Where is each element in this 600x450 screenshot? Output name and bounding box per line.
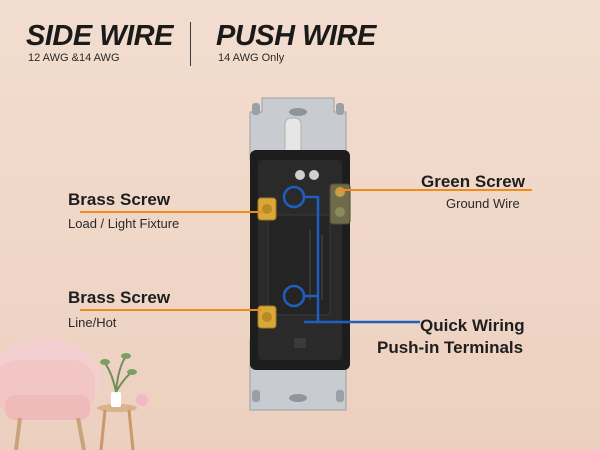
callout-lines bbox=[80, 185, 532, 324]
brass-screw-load-subtitle: Load / Light Fixture bbox=[68, 216, 180, 231]
push-in-title-line2: Push-in Terminals bbox=[377, 338, 524, 357]
push-wire-subtitle: 14 AWG Only bbox=[218, 52, 285, 64]
side-wire-subtitle: 12 AWG &14 AWG bbox=[28, 52, 120, 64]
green-screw-subtitle: Ground Wire bbox=[446, 196, 520, 211]
green-screw-title: Green Screw bbox=[421, 172, 525, 191]
brass-screw-line-subtitle: Line/Hot bbox=[68, 315, 117, 330]
armchair-illustration bbox=[0, 338, 100, 450]
side-table-illustration bbox=[97, 353, 148, 450]
side-wire-title: SIDE WIRE bbox=[26, 20, 173, 52]
brass-screw-load-title: Brass Screw bbox=[68, 190, 171, 209]
push-wire-title: PUSH WIRE bbox=[216, 20, 376, 52]
push-in-title-line1: Quick Wiring bbox=[420, 316, 525, 335]
brass-screw-line-title: Brass Screw bbox=[68, 288, 171, 307]
header-divider bbox=[190, 22, 191, 66]
light-switch-illustration bbox=[249, 97, 351, 411]
